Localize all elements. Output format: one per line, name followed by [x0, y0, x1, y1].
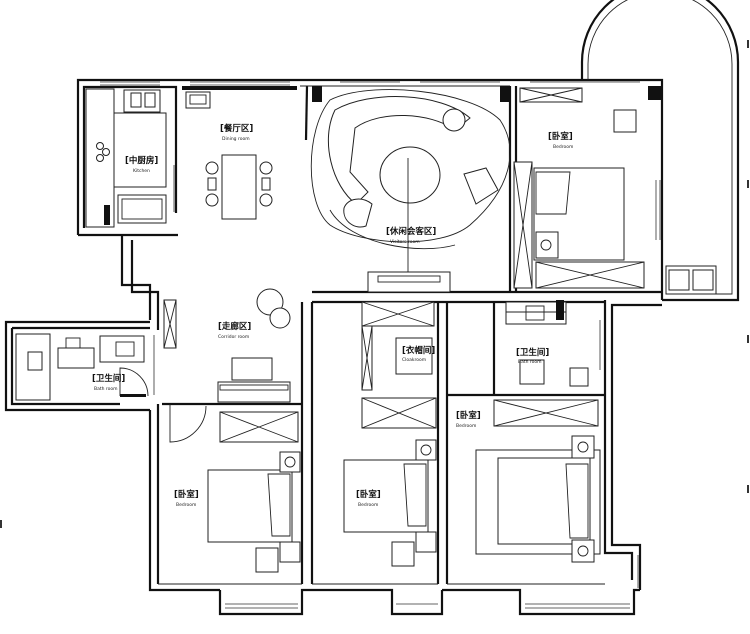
corridor-label: [走廊区] — [218, 321, 251, 332]
bedroom-middle-sublabel: Bedroom — [358, 502, 378, 508]
bedroom-right-sublabel: Bedroom — [456, 423, 476, 429]
dining-label: [餐厅区] — [220, 123, 253, 134]
corridor: [走廊区] Corridor room — [163, 288, 291, 443]
bedroom-middle: [卧室] Bedroom — [343, 439, 437, 567]
master-bath-label: [卫生间] — [516, 347, 549, 358]
balcony — [580, 0, 740, 302]
living-label: [休闲会客区] — [386, 226, 436, 237]
bedroom-left: [卧室] Bedroom — [174, 411, 301, 573]
bedroom-left-label: [卧室] — [174, 489, 199, 500]
master-bedroom-sublabel: Bedroom — [553, 144, 573, 150]
kitchen-sublabel: Kitchen — [133, 168, 150, 174]
master-bedroom: [卧室] Bedroom — [513, 86, 662, 289]
dimension-ticks — [0, 40, 749, 528]
dining-area: [餐厅区] Dining room — [182, 86, 297, 220]
guest-bath: [卫生间] Bath room — [15, 333, 149, 401]
living-sublabel: Visitors room — [390, 239, 420, 245]
kitchen: [中厨房] Kitchen — [85, 88, 167, 228]
bedroom-middle-label: [卧室] — [356, 489, 381, 500]
master-bath: [卫生间] Bath room — [505, 300, 589, 387]
corridor-sublabel: Corridor room — [218, 334, 249, 340]
master-bath-sublabel: Bath room — [518, 359, 542, 365]
dining-sublabel: Dining room — [222, 136, 250, 142]
cloakroom-label: [衣帽间] — [402, 345, 435, 356]
cloakroom: [衣帽间] Cloakroom — [361, 301, 437, 429]
guest-bath-label: [卫生间] — [92, 373, 125, 384]
windows — [100, 81, 661, 609]
cloakroom-sublabel: Cloakroom — [402, 357, 426, 363]
kitchen-label: [中厨房] — [125, 155, 158, 166]
bedroom-left-sublabel: Bedroom — [176, 502, 196, 508]
living-area: [休闲会客区] Visitors room — [310, 86, 511, 293]
bedroom-right-label: [卧室] — [456, 410, 481, 421]
bedroom-right: [卧室] Bedroom — [456, 399, 601, 563]
master-bedroom-label: [卧室] — [548, 131, 573, 142]
guest-bath-sublabel: Bath room — [94, 386, 118, 392]
